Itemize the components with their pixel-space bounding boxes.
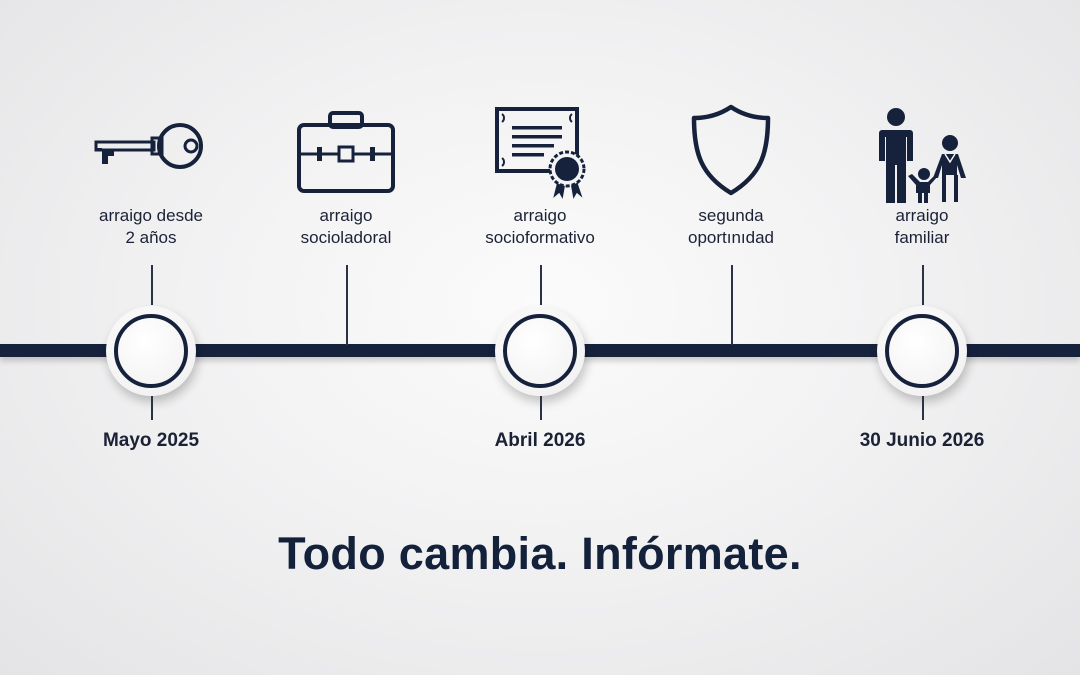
connector-line	[922, 396, 924, 420]
connector-line	[346, 265, 348, 345]
item-label: arraigo socioladoral	[300, 206, 392, 247]
family-icon	[874, 106, 970, 204]
key-icon	[94, 118, 208, 174]
briefcase-icon	[296, 110, 396, 194]
item-label: arraigo familiar	[894, 206, 950, 247]
timeline-node[interactable]	[495, 306, 585, 396]
shield-icon	[689, 103, 773, 197]
connector-line	[151, 265, 153, 305]
timeline-node[interactable]	[877, 306, 967, 396]
date-label: 30 Junio 2026	[859, 430, 985, 451]
date-label: Mayo 2025	[102, 430, 200, 451]
connector-line	[540, 265, 542, 305]
item-label: arraigo desde 2 años	[99, 206, 203, 247]
certificate-icon	[494, 106, 586, 204]
slogan-headline: Todo cambia. Infórmate.	[278, 528, 802, 579]
connector-line	[922, 265, 924, 305]
connector-line	[731, 265, 733, 345]
date-label: Abril 2026	[494, 430, 586, 451]
connector-line	[540, 396, 542, 420]
timeline-node[interactable]	[106, 306, 196, 396]
item-label: segunda oportınıdad	[687, 206, 774, 247]
item-label: arraigo socioformativo	[485, 206, 595, 247]
connector-line	[151, 396, 153, 420]
